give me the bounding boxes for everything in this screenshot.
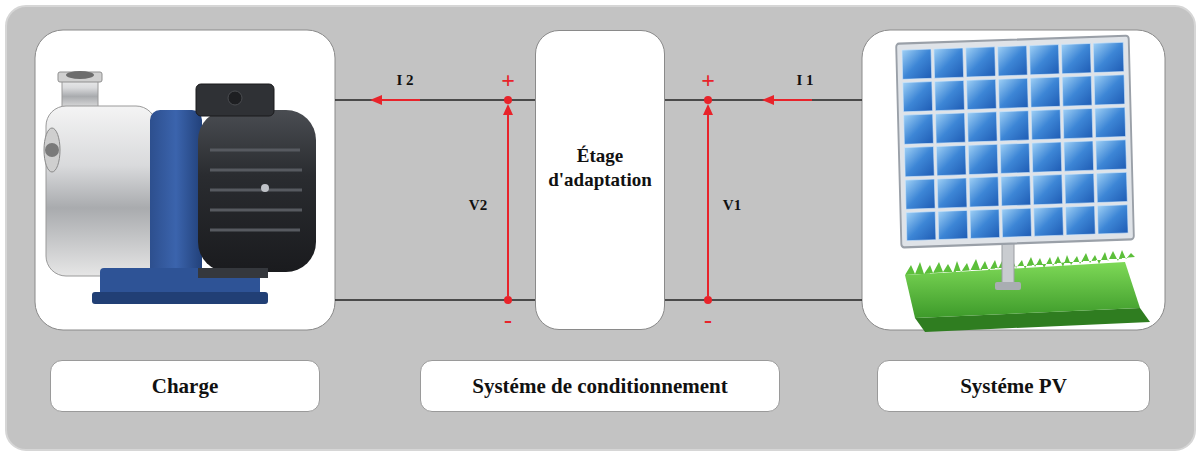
section-label-box: Charge <box>50 360 320 412</box>
polarity-sign: - <box>504 307 512 334</box>
polarity-sign: + <box>501 67 515 94</box>
box-text: Étage d'adaptation <box>544 144 656 192</box>
polarity-sign: - <box>704 307 712 334</box>
current-label: I 1 <box>796 72 813 89</box>
adaptation-stage-box: Étage d'adaptation <box>535 30 665 330</box>
section-label-box: Systéme de conditionnement <box>420 360 780 412</box>
box-text: Systéme PV <box>960 373 1067 399</box>
voltage-label: V2 <box>469 197 487 214</box>
background-panel <box>6 6 1195 450</box>
pv-frame <box>862 30 1165 330</box>
voltage-label: V1 <box>723 197 741 214</box>
load-frame <box>35 30 335 330</box>
pump-illustration <box>44 71 316 304</box>
polarity-sign: + <box>701 67 715 94</box>
solar-panel-illustration <box>896 36 1150 332</box>
section-label-box: Systéme PV <box>877 360 1150 412</box>
current-label: I 2 <box>396 72 413 89</box>
box-text: Charge <box>152 373 219 399</box>
box-text: Systéme de conditionnement <box>472 373 728 399</box>
